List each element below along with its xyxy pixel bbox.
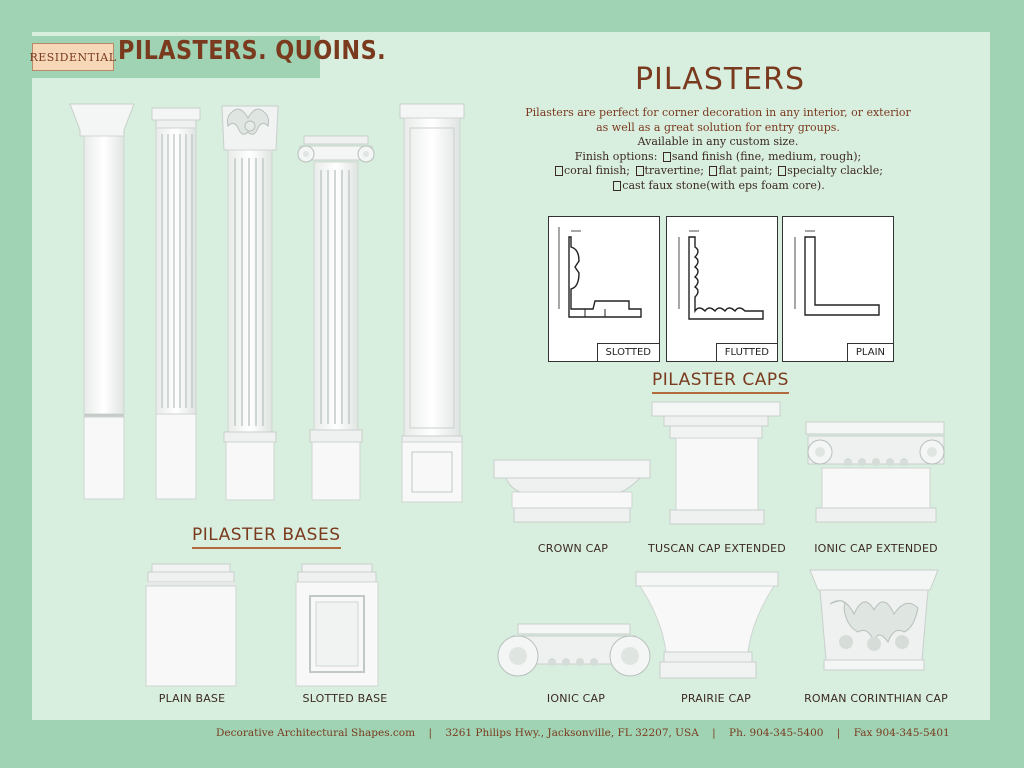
pilaster-caps-title: PILASTER CAPS <box>652 370 789 394</box>
ionic-cap-extended-illustration <box>805 421 945 523</box>
caption-plain-base: PLAIN BASE <box>158 692 226 705</box>
caption-ionic-cap: IONIC CAP <box>546 692 606 705</box>
caption-crown-cap: CROWN CAP <box>537 542 609 555</box>
pilaster-ionic <box>297 135 375 501</box>
profile-label: FLUTTED <box>715 343 777 361</box>
footer-fax: Fax 904-345-5401 <box>853 727 950 739</box>
tuscan-cap-illustration <box>651 401 781 525</box>
checkbox-icon <box>635 166 644 176</box>
roman-corinthian-cap-illustration <box>809 569 939 671</box>
checkbox-icon <box>709 166 718 176</box>
caption-ionic-cap-extended: IONIC CAP EXTENDED <box>814 542 938 555</box>
pilaster-bases-title: PILASTER BASES <box>192 525 341 549</box>
caption-tuscan-cap-extended: TUSCAN CAP EXTENDED <box>648 542 786 555</box>
pilaster-fluted <box>151 107 201 500</box>
description-line: as well as a great solution for entry gr… <box>596 120 840 134</box>
ionic-cap-illustration <box>497 623 651 677</box>
prairie-cap-illustration <box>635 571 779 679</box>
finish-option: coral finish; <box>564 164 630 177</box>
finish-options-line-1: Finish options: sand finish (fine, mediu… <box>500 150 936 165</box>
finish-option: specialty clackle; <box>787 164 883 177</box>
description-line: Available in any custom size. <box>637 135 799 148</box>
pilaster-panel <box>399 103 465 503</box>
checkbox-icon <box>555 166 563 176</box>
description-line: Pilasters are perfect for corner decorat… <box>525 106 911 119</box>
crown-cap-illustration <box>493 459 651 523</box>
slotted-profile-diagram <box>558 227 642 318</box>
footer: Decorative Architectural Shapes.com | 32… <box>214 727 950 739</box>
finish-option: sand finish (fine, medium, rough); <box>671 149 862 163</box>
plain-profile-diagram <box>794 230 880 316</box>
profile-flutted: FLUTTED <box>666 216 778 362</box>
checkbox-icon <box>613 180 622 191</box>
profile-slotted: SLOTTED <box>548 216 660 362</box>
caption-roman-corinthian-cap: ROMAN CORINTHIAN CAP <box>804 692 948 705</box>
slotted-base-illustration <box>295 563 379 687</box>
footer-address: 3261 Philips Hwy., Jacksonville, FL 3220… <box>445 727 699 739</box>
profile-label: PLAIN <box>846 343 893 361</box>
footer-separator: | <box>428 727 432 739</box>
footer-website[interactable]: Decorative Architectural Shapes.com <box>216 727 416 739</box>
residential-badge: RESIDENTIAL <box>29 43 116 71</box>
checkbox-icon <box>662 151 671 162</box>
footer-separator: | <box>836 727 841 739</box>
profile-label: SLOTTED <box>596 343 659 361</box>
checkbox-icon <box>778 166 787 176</box>
caption-prairie-cap: PRAIRIE CAP <box>681 692 751 705</box>
finish-option: travertine; <box>644 164 704 177</box>
pilasters-title: PILASTERS <box>634 62 806 97</box>
pilaster-plain-flared <box>69 103 135 500</box>
finish-option: flat paint; <box>718 164 773 177</box>
flutted-profile-diagram <box>678 230 764 320</box>
caption-slotted-base: SLOTTED BASE <box>302 692 388 705</box>
footer-phone: Ph. 904-345-5400 <box>729 727 824 739</box>
finish-label: Finish options: <box>574 149 658 163</box>
finish-option: cast faux stone(with eps foam core). <box>622 178 825 192</box>
pilasters-description: Pilasters are perfect for corner decorat… <box>500 106 936 193</box>
finish-options-line-3: cast faux stone(with eps foam core). <box>500 179 936 194</box>
profile-plain: PLAIN <box>782 216 894 362</box>
pilaster-corinthian <box>221 105 279 501</box>
footer-separator: | <box>712 727 716 739</box>
page-title: PILASTERS. QUOINS. <box>118 36 387 66</box>
finish-options-line-2: coral finish; travertine; flat paint; sp… <box>500 164 936 179</box>
plain-base-illustration <box>145 563 237 687</box>
